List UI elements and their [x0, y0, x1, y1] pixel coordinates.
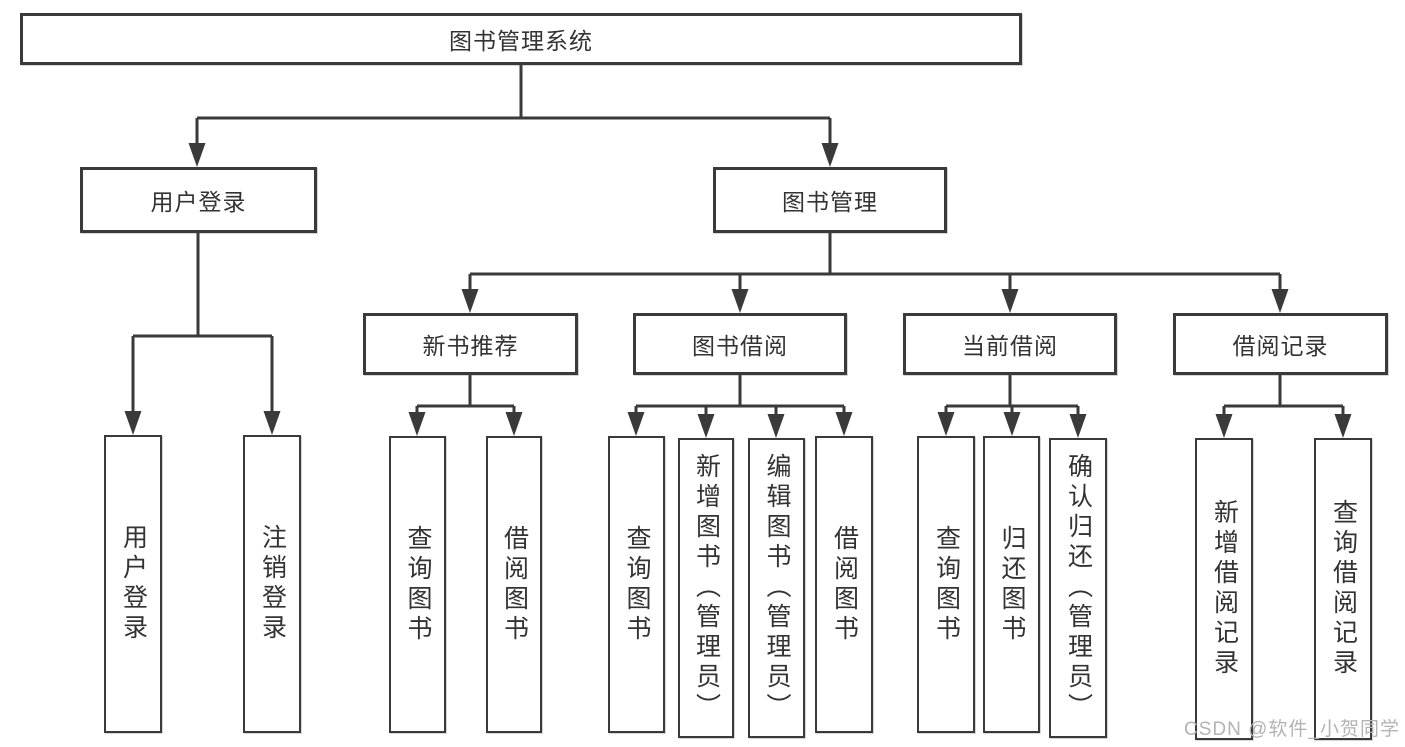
leaf-edit-books-admin-label: 编辑图书（管理员）	[763, 453, 791, 723]
leaf-return-books: 归还图书	[983, 436, 1040, 733]
node-book-management-label: 图书管理	[782, 189, 878, 215]
connector-borrowing-records	[1222, 375, 1345, 422]
leaf-query-books-borrow-label: 查询图书	[623, 524, 651, 645]
leaf-logout-login-label: 注销登录	[258, 524, 287, 644]
leaf-borrow-books-borrow-label: 借阅图书	[830, 524, 859, 645]
leaf-user-login-label: 用户登录	[119, 524, 148, 644]
leaf-query-borrow-record-label: 查询借阅记录	[1329, 499, 1358, 679]
leaf-confirm-return-admin-label: 确认归还（管理员）	[1064, 453, 1093, 723]
arrowhead-icon	[461, 289, 479, 313]
leaf-add-books-admin-label: 新增图书（管理员）	[692, 453, 721, 723]
leaf-confirm-return-admin: 确认归还（管理员）	[1049, 438, 1107, 738]
leaf-query-borrow-record: 查询借阅记录	[1314, 438, 1372, 740]
node-user-login: 用户登录	[80, 167, 317, 233]
leaf-add-books-admin: 新增图书（管理员）	[678, 438, 734, 738]
leaf-query-books-recommend-label: 查询图书	[404, 524, 432, 645]
arrowhead-icon	[767, 414, 785, 438]
leaf-edit-books-admin: 编辑图书（管理员）	[748, 438, 805, 738]
node-root-system: 图书管理系统	[20, 13, 1022, 65]
watermark: CSDN @软件_小贺同学	[1184, 719, 1400, 740]
arrowhead-icon	[1003, 412, 1021, 436]
arrowhead-icon	[627, 412, 645, 436]
arrowhead-icon	[1334, 414, 1352, 438]
leaf-query-books-borrow: 查询图书	[608, 436, 665, 733]
connector-new-book-recommend	[415, 375, 516, 420]
arrowhead-icon	[697, 414, 715, 438]
leaf-query-books-current: 查询图书	[917, 436, 975, 733]
arrowhead-icon	[835, 412, 853, 436]
leaf-logout-login: 注销登录	[243, 435, 301, 733]
arrowhead-icon	[263, 411, 281, 435]
arrowhead-icon	[408, 412, 426, 436]
leaf-query-books-current-label: 查询图书	[932, 524, 961, 645]
leaf-query-books-recommend: 查询图书	[389, 436, 446, 733]
node-book-borrowing-label: 图书借阅	[692, 333, 788, 359]
connector-book-borrowing	[634, 375, 846, 422]
arrowhead-icon	[124, 411, 142, 435]
connector-root	[195, 64, 832, 150]
node-new-book-recommend: 新书推荐	[363, 313, 578, 375]
node-current-borrowing: 当前借阅	[903, 313, 1117, 375]
arrowhead-icon	[1069, 414, 1087, 438]
arrowheads	[124, 143, 1352, 438]
node-current-borrowing-label: 当前借阅	[962, 333, 1058, 359]
arrowhead-icon	[1001, 289, 1019, 313]
leaf-borrow-books-recommend-label: 借阅图书	[500, 524, 529, 645]
node-root-label: 图书管理系统	[449, 28, 593, 54]
leaf-add-borrow-record-label: 新增借阅记录	[1210, 499, 1239, 679]
arrowhead-icon	[731, 289, 749, 313]
node-new-book-recommend-label: 新书推荐	[422, 333, 519, 359]
arrowhead-icon	[188, 143, 206, 167]
leaf-add-borrow-record: 新增借阅记录	[1195, 438, 1253, 740]
leaf-user-login: 用户登录	[104, 435, 162, 733]
connector-user-login	[131, 233, 274, 418]
node-book-management: 图书管理	[713, 167, 947, 233]
arrowhead-icon	[1215, 414, 1233, 438]
node-book-borrowing: 图书借阅	[633, 313, 847, 375]
leaf-borrow-books-recommend: 借阅图书	[486, 436, 542, 733]
node-user-login-label: 用户登录	[150, 189, 247, 215]
arrowhead-icon	[937, 412, 955, 436]
arrowhead-icon	[505, 412, 523, 436]
arrowhead-icon	[821, 143, 839, 167]
leaf-borrow-books-borrow: 借阅图书	[815, 436, 873, 733]
connector-book-management	[468, 233, 1282, 296]
arrowhead-icon	[1271, 289, 1289, 313]
leaf-return-books-label: 归还图书	[998, 524, 1026, 645]
node-borrowing-records-label: 借阅记录	[1232, 333, 1329, 359]
node-borrowing-records: 借阅记录	[1173, 313, 1388, 375]
